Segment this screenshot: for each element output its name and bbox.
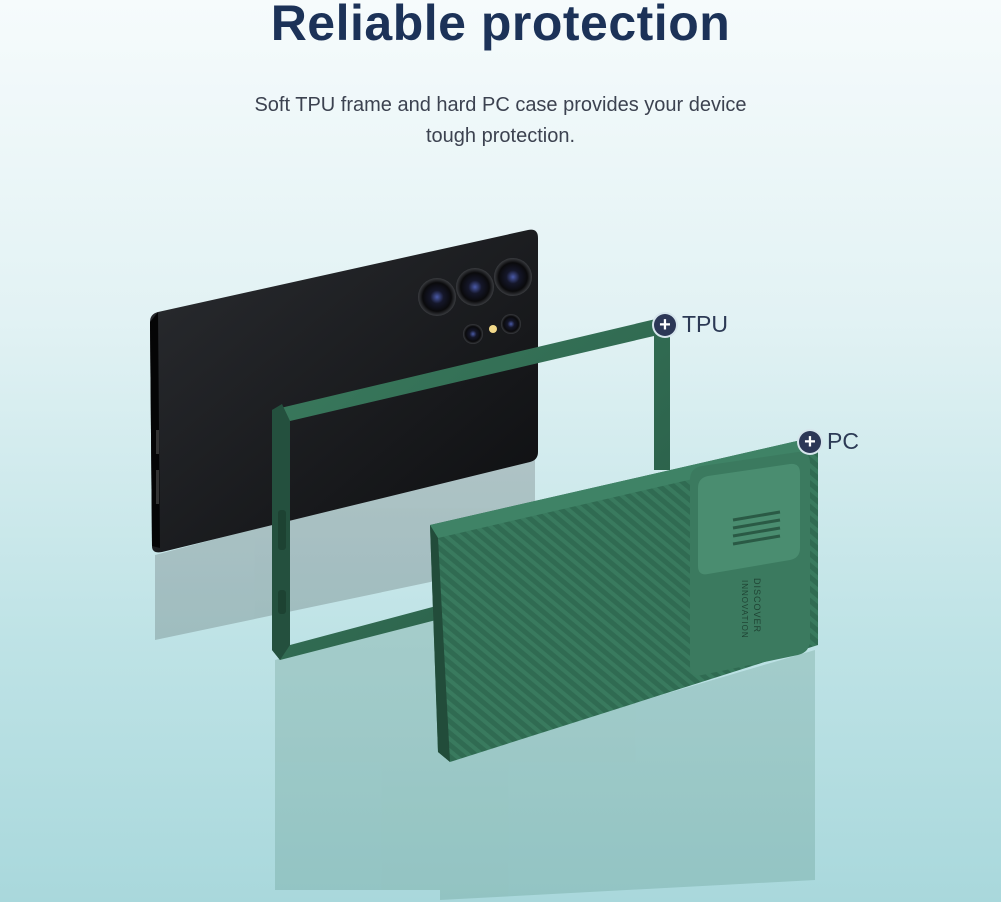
reflection [155,455,815,900]
pc-case [430,438,818,762]
flash-icon [489,325,497,333]
case-print-line1: DISCOVER [752,578,762,633]
camera-lens-icon [494,258,532,296]
callout-pc: + PC [799,428,859,455]
camera-lens-icon [501,314,521,334]
plus-icon: + [654,313,676,336]
case-print-line2: INNOVATION [740,580,749,639]
callout-pc-label: PC [827,428,859,454]
camera-lens-icon [418,278,456,316]
camera-lens-icon [463,324,483,344]
camera-lens-icon [456,268,494,306]
phone-body [150,229,538,553]
plus-icon: + [799,430,821,453]
page-title: Reliable protection [270,0,731,51]
callout-tpu: + TPU [654,311,728,338]
page-subtitle: Soft TPU frame and hard PC case provides… [254,94,747,147]
callout-tpu-label: TPU [682,311,728,337]
tpu-frame [272,318,670,660]
